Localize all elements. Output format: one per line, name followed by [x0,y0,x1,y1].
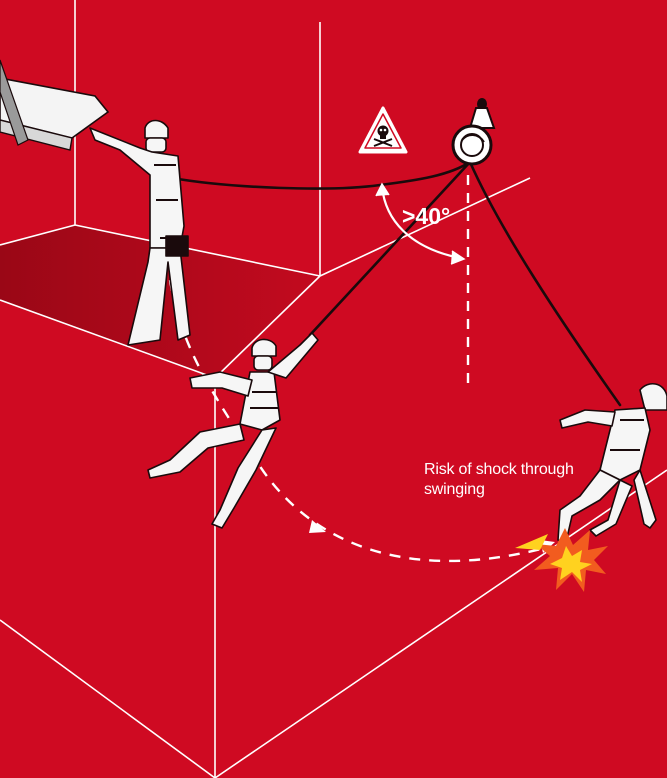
trajectory-arrowhead-1 [309,520,326,533]
rope-to-worker-standing [172,162,470,189]
angle-label: >40° [402,203,450,230]
anchor-device-icon [453,98,494,164]
impact-burst-icon [515,528,608,592]
risk-annotation-line1: Risk of shock through [424,460,614,480]
wall-lower-left [0,620,215,778]
rope-to-worker-falling [470,162,620,405]
carried-panel [0,60,108,150]
risk-annotation-line2: swinging [424,480,614,500]
wall-lower-right [215,470,667,778]
risk-annotation: Risk of shock through swinging [424,460,614,500]
skull-warning-icon [360,108,406,152]
